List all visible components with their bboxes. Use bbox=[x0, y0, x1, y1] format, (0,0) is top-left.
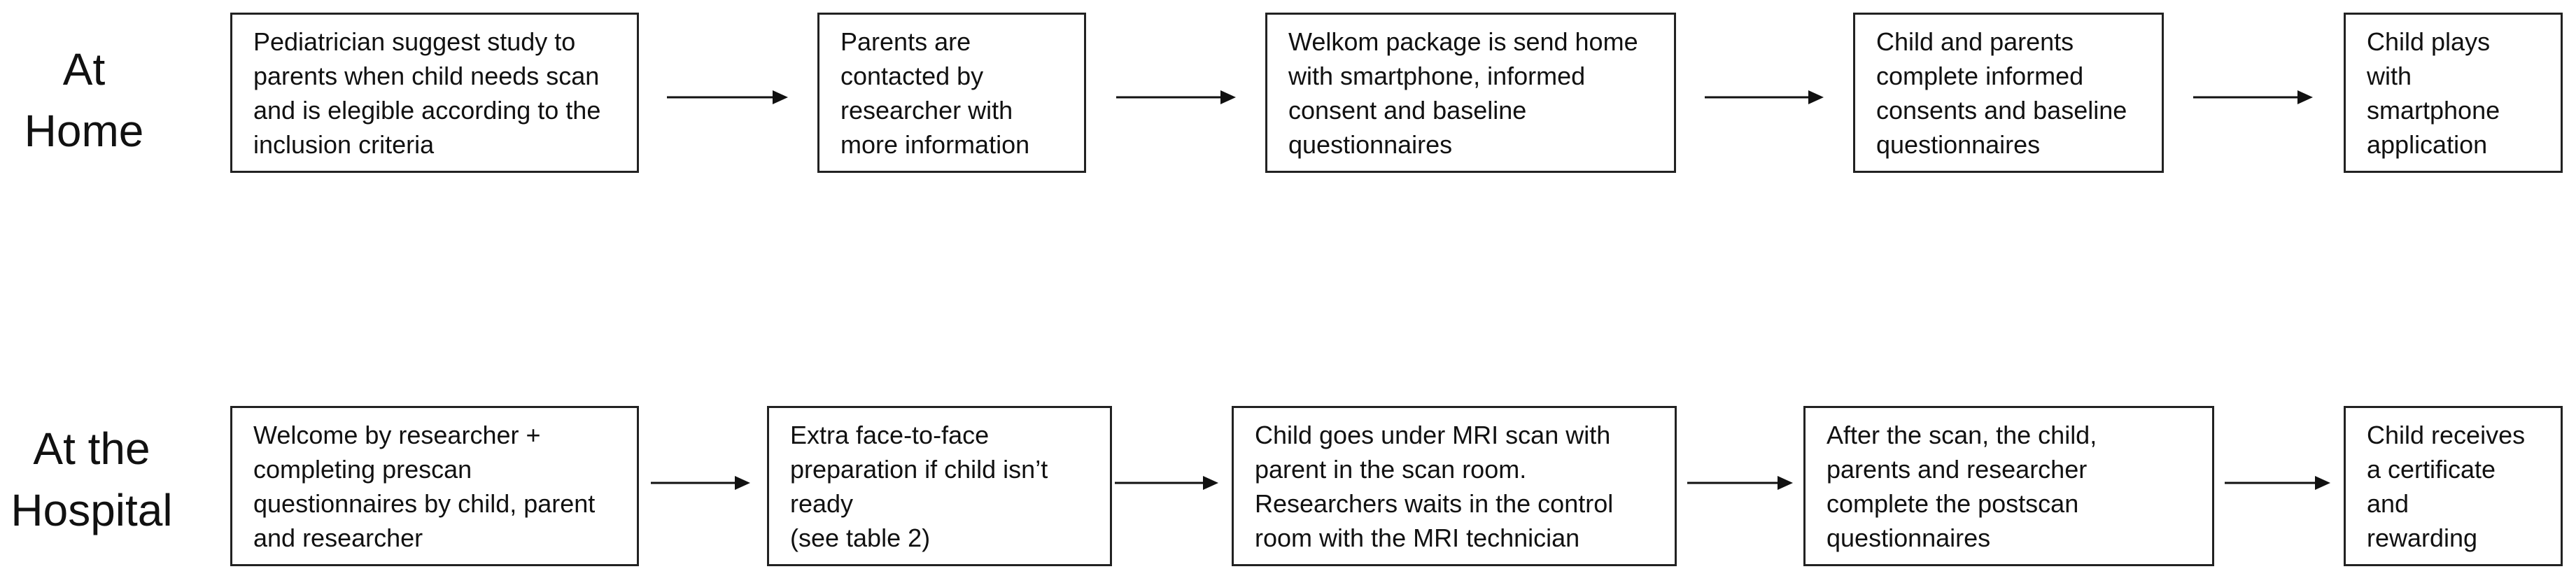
arrow-home-1 bbox=[667, 90, 788, 104]
step-box-home-3: Welkom package is send home with smartph… bbox=[1265, 13, 1676, 173]
step-text-line: Child receives bbox=[2367, 421, 2526, 449]
step-text-line: application bbox=[2367, 130, 2488, 159]
step-text-line: After the scan, the child, bbox=[1827, 421, 2097, 449]
step-text-line: Pediatrician suggest study to bbox=[253, 27, 576, 56]
step-text-line: consents and baseline bbox=[1876, 96, 2127, 125]
step-text-line: and researcher bbox=[253, 524, 423, 552]
step-text-line: parent in the scan room. bbox=[1255, 455, 1527, 484]
step-text-line: questionnaires bbox=[1876, 130, 2041, 159]
step-text-line: Child goes under MRI scan with bbox=[1255, 421, 1611, 449]
step-text-line: with smartphone, informed bbox=[1288, 62, 1586, 90]
arrow-home-4 bbox=[2193, 90, 2313, 104]
step-text-line: and bbox=[2367, 489, 2409, 518]
step-text-line: with bbox=[2367, 62, 2412, 90]
arrow-hospital-3 bbox=[1687, 476, 1793, 490]
step-text-line: inclusion criteria bbox=[253, 130, 435, 159]
step-text-line: complete informed bbox=[1876, 62, 2084, 90]
row-label-home: At Home bbox=[0, 38, 168, 162]
step-text-line: preparation if child isn’t bbox=[790, 455, 1048, 484]
step-box-hospital-1: Welcome by researcher + completing presc… bbox=[230, 406, 639, 566]
arrow-home-3 bbox=[1705, 90, 1824, 104]
step-box-home-2: Parents are contacted by researcher with… bbox=[817, 13, 1086, 173]
step-text-line: Child and parents bbox=[1876, 27, 2074, 56]
step-text-line: contacted by bbox=[840, 62, 984, 90]
step-text-line: questionnaires bbox=[1827, 524, 1991, 552]
step-text-line: researcher with bbox=[840, 96, 1013, 125]
step-text-line: parents and researcher bbox=[1827, 455, 2088, 484]
step-text-line: Child plays bbox=[2367, 27, 2491, 56]
step-text-line: consent and baseline bbox=[1288, 96, 1527, 125]
arrow-home-2 bbox=[1116, 90, 1236, 104]
step-text-line: complete the postscan bbox=[1827, 489, 2079, 518]
step-box-home-1: Pediatrician suggest study to parents wh… bbox=[230, 13, 639, 173]
row-label-home-line-1: At bbox=[62, 44, 106, 94]
arrow-hospital-4 bbox=[2225, 476, 2330, 490]
step-text-line: completing prescan bbox=[253, 455, 472, 484]
step-box-home-5: Child plays with smartphone application bbox=[2344, 13, 2563, 173]
arrow-hospital-2 bbox=[1115, 476, 1218, 490]
step-text-line: room with the MRI technician bbox=[1255, 524, 1580, 552]
step-text-line: Welkom package is send home bbox=[1288, 27, 1638, 56]
step-box-hospital-3: Child goes under MRI scan with parent in… bbox=[1232, 406, 1677, 566]
step-text-line: Researchers waits in the control bbox=[1255, 489, 1614, 518]
step-box-hospital-5: Child receives a certificate and rewardi… bbox=[2344, 406, 2563, 566]
arrow-hospital-1 bbox=[651, 476, 750, 490]
step-text-line: Extra face-to-face bbox=[790, 421, 990, 449]
step-text-line: questionnaires bbox=[1288, 130, 1453, 159]
step-box-hospital-2: Extra face-to-face preparation if child … bbox=[767, 406, 1112, 566]
step-text-line: and is elegible according to the bbox=[253, 96, 601, 125]
row-label-hospital: At the Hospital bbox=[0, 418, 183, 541]
step-text-line: questionnaires by child, parent bbox=[253, 489, 596, 518]
step-box-home-4: Child and parents complete informed cons… bbox=[1853, 13, 2164, 173]
step-box-hospital-4: After the scan, the child, parents and r… bbox=[1803, 406, 2214, 566]
step-text-line: Welcome by researcher + bbox=[253, 421, 541, 449]
step-text-line: rewarding bbox=[2367, 524, 2478, 552]
step-text-line: ready bbox=[790, 489, 854, 518]
step-text-line: (see table 2) bbox=[790, 524, 931, 552]
row-label-hospital-line-1: At the bbox=[33, 423, 150, 474]
step-text-line: a certificate bbox=[2367, 455, 2496, 484]
row-label-home-line-2: Home bbox=[24, 106, 144, 156]
step-text-line: Parents are bbox=[840, 27, 971, 56]
step-text-line: more information bbox=[840, 130, 1030, 159]
step-text-line: smartphone bbox=[2367, 96, 2500, 125]
step-text-line: parents when child needs scan bbox=[253, 62, 600, 90]
row-label-hospital-line-2: Hospital bbox=[10, 485, 173, 535]
